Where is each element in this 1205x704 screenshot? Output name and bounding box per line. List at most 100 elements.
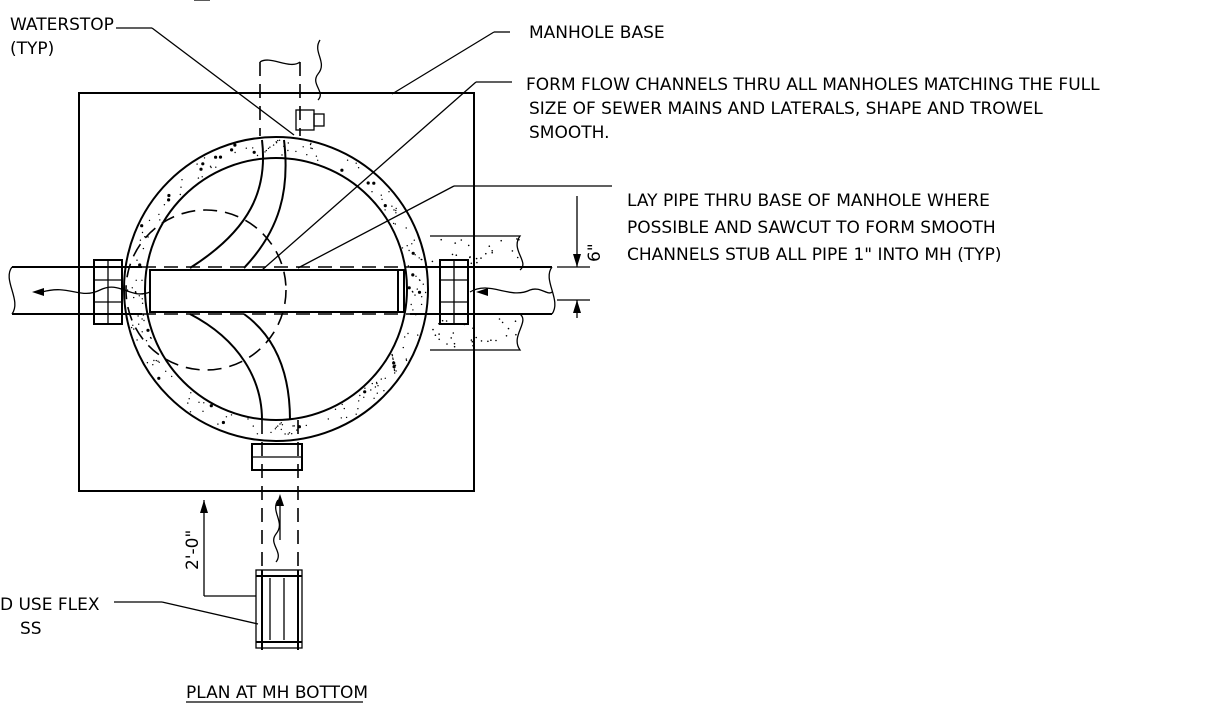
stipple-dot (420, 303, 423, 306)
stipple-dot (278, 139, 281, 141)
stipple-dot (139, 239, 142, 241)
stipple-dot (455, 254, 458, 256)
stipple-dot (393, 209, 395, 211)
stipple-dot (480, 340, 483, 342)
left-waterstop (32, 259, 151, 325)
stipple-dot (181, 179, 183, 181)
stipple-dot (392, 365, 396, 369)
stipple-dot (422, 283, 424, 285)
stipple-dot (133, 328, 135, 330)
stipple-dot (256, 433, 259, 435)
stipple-dot (234, 151, 236, 154)
manhole-base-outline (78, 92, 475, 492)
stipple-dot (225, 416, 228, 418)
stipple-dot (364, 387, 366, 389)
stipple-dot (230, 414, 233, 416)
stipple-dot (371, 382, 373, 385)
stipple-dot (406, 245, 408, 247)
stipple-dot (187, 402, 189, 404)
stipple-dot (130, 326, 133, 329)
stipple-dot (317, 159, 319, 161)
stipple-dot (515, 333, 517, 336)
stipple-dot (310, 147, 312, 149)
stipple-dot (292, 425, 294, 427)
stipple-dot (209, 165, 212, 167)
stipple-dot (306, 154, 308, 156)
stipple-dot (412, 291, 414, 293)
stipple-dot (380, 378, 382, 380)
stipple-dot (163, 204, 166, 206)
stipple-dot (500, 239, 503, 242)
stipple-dot (247, 418, 249, 420)
stipple-dot (279, 423, 281, 425)
stipple-dot (374, 386, 377, 388)
stipple-dot (470, 339, 473, 341)
stipple-dot (284, 433, 286, 435)
stipple-dot (167, 198, 171, 202)
stipple-dot (516, 256, 519, 259)
stipple-dot (165, 370, 167, 372)
stipple-dot (197, 177, 200, 179)
stipple-dot (358, 400, 360, 402)
stipple-dot (189, 411, 192, 413)
stipple-dot (275, 426, 277, 428)
stipple-dot (434, 334, 437, 337)
lay-pipe-note-3: CHANNELS STUB ALL PIPE 1" INTO MH (TYP) (627, 245, 1002, 265)
stipple-dot (394, 372, 396, 374)
stipple-dot (287, 149, 289, 152)
stipple-dot (407, 286, 411, 290)
concrete-stipple (126, 139, 520, 435)
stipple-dot (141, 318, 143, 320)
stipple-dot (407, 332, 409, 335)
stipple-dot (159, 219, 161, 221)
stipple-dot (446, 343, 448, 345)
stipple-dot (311, 147, 313, 150)
stipple-dot (180, 186, 182, 188)
stipple-dot (507, 327, 510, 330)
stipple-dot (218, 155, 223, 159)
stipple-dot (196, 163, 198, 165)
stipple-dot (414, 254, 416, 256)
stipple-dot (454, 242, 457, 244)
stipple-dot (340, 417, 342, 419)
stipple-dot (411, 251, 415, 255)
stipple-dot (133, 296, 135, 299)
stipple-dot (288, 432, 291, 434)
stipple-dot (460, 239, 463, 241)
stipple-dot (230, 148, 234, 152)
stipple-dot (281, 154, 283, 156)
stipple-dot (201, 176, 203, 178)
stipple-dot (395, 209, 397, 212)
dimension-2ft: 2'-0" (183, 500, 256, 597)
stipple-dot (136, 259, 138, 261)
stipple-dot (453, 345, 456, 348)
dim-2ft-label: 2'-0" (183, 530, 203, 570)
stipple-dot (420, 258, 422, 261)
stipple-dot (393, 369, 396, 372)
stipple-dot (363, 396, 365, 398)
stipple-dot (424, 291, 427, 294)
flow-channel-note-1: FORM FLOW CHANNELS THRU ALL MANHOLES MAT… (526, 75, 1100, 95)
manhole-wall-ring (123, 136, 429, 442)
stipple-dot (438, 333, 440, 335)
stipple-dot (516, 238, 518, 240)
stipple-dot (505, 335, 508, 337)
stipple-dot (408, 249, 410, 252)
stipple-dot (376, 392, 378, 394)
stipple-dot (291, 433, 293, 435)
stipple-dot (392, 222, 395, 225)
stipple-dot (280, 428, 282, 431)
stipple-dot (141, 302, 144, 304)
stipple-dot (412, 309, 414, 311)
stipple-dot (140, 224, 144, 228)
stipple-dot (214, 155, 218, 159)
flow-channel-note-2: SIZE OF SEWER MAINS AND LATERALS, SHAPE … (529, 99, 1043, 119)
stipple-dot (132, 324, 134, 326)
stipple-dot (277, 425, 279, 427)
stipple-dot (141, 298, 143, 300)
stipple-dot (252, 150, 256, 154)
stipple-dot (417, 334, 419, 336)
stipple-dot (252, 425, 254, 427)
stipple-dot (190, 392, 192, 394)
